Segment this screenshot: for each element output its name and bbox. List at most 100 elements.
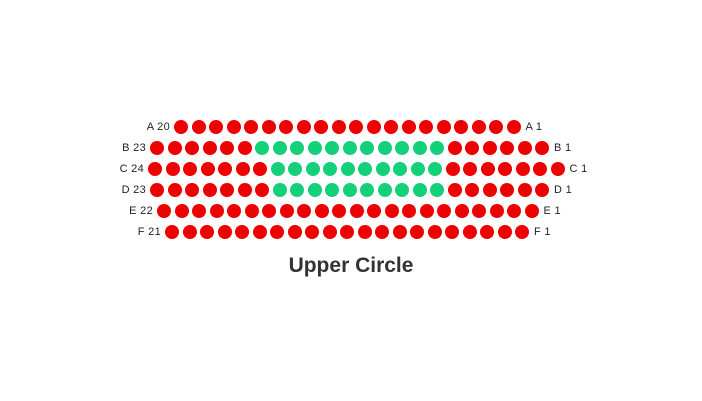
seat-B11-available[interactable] bbox=[360, 141, 374, 155]
seat-E6-sold[interactable] bbox=[437, 204, 451, 218]
seat-E3-sold[interactable] bbox=[489, 204, 504, 218]
seat-B12-available[interactable] bbox=[342, 141, 357, 155]
seat-C15-available[interactable] bbox=[305, 162, 320, 176]
seat-B9-available[interactable] bbox=[395, 141, 409, 155]
seat-C19-sold[interactable] bbox=[235, 162, 250, 176]
seat-A16-sold[interactable] bbox=[244, 120, 258, 134]
seat-D1-sold[interactable] bbox=[535, 183, 549, 197]
seat-C16-available[interactable] bbox=[288, 162, 302, 176]
seat-E9-sold[interactable] bbox=[384, 204, 399, 218]
seat-E15-sold[interactable] bbox=[279, 204, 294, 218]
seat-F7-sold[interactable] bbox=[410, 225, 424, 239]
seat-A18-sold[interactable] bbox=[209, 120, 223, 134]
seat-A1-sold[interactable] bbox=[506, 120, 521, 134]
seat-B17-available[interactable] bbox=[255, 141, 269, 155]
seat-F20-sold[interactable] bbox=[182, 225, 197, 239]
seat-C5-sold[interactable] bbox=[480, 162, 495, 176]
seat-D5-sold[interactable] bbox=[465, 183, 479, 197]
seat-C14-available[interactable] bbox=[323, 162, 337, 176]
seat-D10-available[interactable] bbox=[377, 183, 392, 197]
seat-E12-sold[interactable] bbox=[332, 204, 346, 218]
seat-E22-sold[interactable] bbox=[157, 204, 171, 218]
seat-C11-available[interactable] bbox=[375, 162, 390, 176]
seat-D13-available[interactable] bbox=[325, 183, 339, 197]
seat-B13-available[interactable] bbox=[325, 141, 339, 155]
seat-D20-sold[interactable] bbox=[202, 183, 217, 197]
seat-F2-sold[interactable] bbox=[497, 225, 512, 239]
seat-F16-sold[interactable] bbox=[252, 225, 267, 239]
seat-E19-sold[interactable] bbox=[209, 204, 224, 218]
seat-A8-sold[interactable] bbox=[384, 120, 398, 134]
seat-F17-sold[interactable] bbox=[235, 225, 249, 239]
seat-F15-sold[interactable] bbox=[270, 225, 284, 239]
seat-F14-sold[interactable] bbox=[287, 225, 302, 239]
seat-B22-sold[interactable] bbox=[167, 141, 182, 155]
seat-F1-sold[interactable] bbox=[515, 225, 529, 239]
seat-E17-sold[interactable] bbox=[244, 204, 259, 218]
seat-A14-sold[interactable] bbox=[279, 120, 293, 134]
seat-F11-sold[interactable] bbox=[340, 225, 354, 239]
seat-A6-sold[interactable] bbox=[419, 120, 433, 134]
seat-D21-sold[interactable] bbox=[185, 183, 199, 197]
seat-C21-sold[interactable] bbox=[200, 162, 215, 176]
seat-B14-available[interactable] bbox=[307, 141, 322, 155]
seat-A3-sold[interactable] bbox=[471, 120, 486, 134]
seat-A9-sold[interactable] bbox=[366, 120, 381, 134]
seat-F9-sold[interactable] bbox=[375, 225, 389, 239]
seat-A19-sold[interactable] bbox=[191, 120, 206, 134]
seat-C17-available[interactable] bbox=[270, 162, 285, 176]
seat-A5-sold[interactable] bbox=[436, 120, 451, 134]
seat-B6-sold[interactable] bbox=[447, 141, 462, 155]
seat-C22-sold[interactable] bbox=[183, 162, 197, 176]
seat-B1-sold[interactable] bbox=[535, 141, 549, 155]
seat-E8-sold[interactable] bbox=[402, 204, 416, 218]
seat-B3-sold[interactable] bbox=[500, 141, 514, 155]
seat-E14-sold[interactable] bbox=[297, 204, 311, 218]
seat-C8-available[interactable] bbox=[428, 162, 442, 176]
seat-B23-sold[interactable] bbox=[150, 141, 164, 155]
seat-D14-available[interactable] bbox=[307, 183, 322, 197]
seat-D6-sold[interactable] bbox=[447, 183, 462, 197]
seat-C20-sold[interactable] bbox=[218, 162, 232, 176]
seat-E5-sold[interactable] bbox=[454, 204, 469, 218]
seat-D17-sold[interactable] bbox=[255, 183, 269, 197]
seat-D16-available[interactable] bbox=[272, 183, 287, 197]
seat-B10-available[interactable] bbox=[377, 141, 392, 155]
seat-E18-sold[interactable] bbox=[227, 204, 241, 218]
seat-A4-sold[interactable] bbox=[454, 120, 468, 134]
seat-E10-sold[interactable] bbox=[367, 204, 381, 218]
seat-C7-sold[interactable] bbox=[445, 162, 460, 176]
seat-E1-sold[interactable] bbox=[524, 204, 539, 218]
seat-C4-sold[interactable] bbox=[498, 162, 512, 176]
seat-E16-sold[interactable] bbox=[262, 204, 276, 218]
seat-A2-sold[interactable] bbox=[489, 120, 503, 134]
seat-D3-sold[interactable] bbox=[500, 183, 514, 197]
seat-F8-sold[interactable] bbox=[392, 225, 407, 239]
seat-D18-sold[interactable] bbox=[237, 183, 252, 197]
seat-B16-available[interactable] bbox=[272, 141, 287, 155]
seat-D11-available[interactable] bbox=[360, 183, 374, 197]
seat-D4-sold[interactable] bbox=[482, 183, 497, 197]
seat-B15-available[interactable] bbox=[290, 141, 304, 155]
seat-D8-available[interactable] bbox=[412, 183, 427, 197]
seat-B21-sold[interactable] bbox=[185, 141, 199, 155]
seat-B5-sold[interactable] bbox=[465, 141, 479, 155]
seat-E7-sold[interactable] bbox=[419, 204, 434, 218]
seat-D19-sold[interactable] bbox=[220, 183, 234, 197]
seat-D12-available[interactable] bbox=[342, 183, 357, 197]
seat-F3-sold[interactable] bbox=[480, 225, 494, 239]
seat-F19-sold[interactable] bbox=[200, 225, 214, 239]
seat-F21-sold[interactable] bbox=[165, 225, 179, 239]
seat-C3-sold[interactable] bbox=[515, 162, 530, 176]
seat-A7-sold[interactable] bbox=[401, 120, 416, 134]
seat-A12-sold[interactable] bbox=[314, 120, 328, 134]
seat-F6-sold[interactable] bbox=[427, 225, 442, 239]
seat-A11-sold[interactable] bbox=[331, 120, 346, 134]
seat-D23-sold[interactable] bbox=[150, 183, 164, 197]
seat-A20-sold[interactable] bbox=[174, 120, 188, 134]
seat-F12-sold[interactable] bbox=[322, 225, 337, 239]
seat-F10-sold[interactable] bbox=[357, 225, 372, 239]
seat-C2-sold[interactable] bbox=[533, 162, 547, 176]
seat-B7-available[interactable] bbox=[430, 141, 444, 155]
seat-F4-sold[interactable] bbox=[462, 225, 477, 239]
